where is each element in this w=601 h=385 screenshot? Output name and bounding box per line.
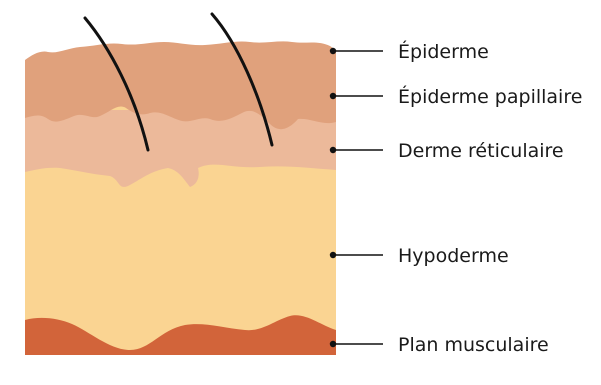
label-papillary-epidermis: Épiderme papillaire xyxy=(398,85,582,108)
leader-epidermis xyxy=(330,48,383,54)
leader-dot xyxy=(330,341,336,347)
leader-reticular xyxy=(330,147,383,153)
leader-dot xyxy=(330,93,336,99)
leader-muscle xyxy=(330,341,383,347)
leader-hypodermis xyxy=(330,252,383,258)
label-epidermis: Épiderme xyxy=(398,40,489,63)
epidermis-layer xyxy=(25,41,336,70)
leader-papillary xyxy=(330,93,383,99)
leader-dot xyxy=(330,252,336,258)
label-reticular-dermis: Derme réticulaire xyxy=(398,140,564,162)
label-muscle-plane: Plan musculaire xyxy=(398,334,549,356)
label-hypodermis: Hypoderme xyxy=(398,245,509,267)
leader-dot xyxy=(330,147,336,153)
leader-dot xyxy=(330,48,336,54)
